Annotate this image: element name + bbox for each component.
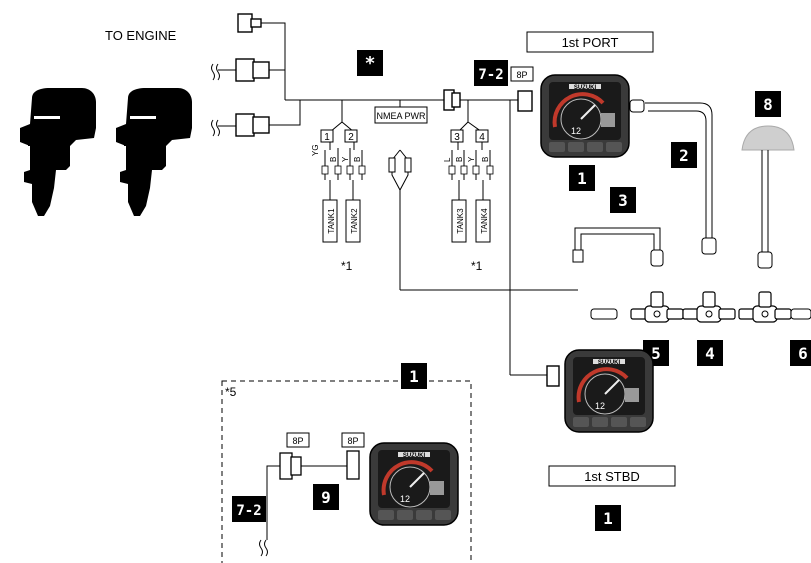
badge-4-text: 4 xyxy=(705,344,715,363)
pwr-cable-plug xyxy=(650,249,664,267)
nmea-pwr-label: NMEA PWR xyxy=(376,111,426,121)
cut-mark-1 xyxy=(211,63,220,81)
plug-8p-left xyxy=(286,432,310,448)
plug-8p-left-label: 8P xyxy=(292,436,303,446)
wire-yg-label: YG xyxy=(311,144,320,156)
optional-gauge-brand: SUZUKI xyxy=(403,453,426,459)
badge-8 xyxy=(755,91,781,117)
stbd-gauge-brand: SUZUKI xyxy=(598,360,621,366)
badge-8-text: 8 xyxy=(763,95,773,114)
port-gauge-nmea-plug xyxy=(629,99,645,113)
badge-6 xyxy=(790,340,811,366)
plug-8p-top-label: 8P xyxy=(516,70,527,80)
stbd-gauge-readout: 12 xyxy=(595,401,605,411)
nmea-pwr-box xyxy=(374,106,428,124)
port-cable-plug xyxy=(701,237,717,255)
engine-connectors xyxy=(235,13,270,137)
plug-8p-right-label: 8P xyxy=(347,436,358,446)
wire-y-label-1: Y xyxy=(341,156,350,162)
port-gauge-brand: SUZUKI xyxy=(574,85,597,91)
backbone-tee-5[interactable] xyxy=(630,291,684,323)
badge-1-optional xyxy=(401,363,427,389)
badge-1-optional-text: 1 xyxy=(409,367,419,386)
port-label: 1st PORT xyxy=(562,35,619,50)
wire-y-label-2: Y xyxy=(467,156,476,162)
badge-7-2-optional xyxy=(232,496,266,522)
plug-8p-top xyxy=(510,66,534,82)
port-label-box xyxy=(526,31,654,53)
badge-2-text: 2 xyxy=(679,146,689,165)
asterisk-badge xyxy=(357,50,383,76)
badge-7-2-optional-text: 7-2 xyxy=(236,503,261,519)
badge-7-2-top xyxy=(474,60,508,86)
badge-4 xyxy=(697,340,723,366)
main-connector xyxy=(443,89,560,387)
hub-number-2: 2 xyxy=(348,132,354,143)
tank-2-label: TANK2 xyxy=(350,208,359,234)
port-gauge-readout: 12 xyxy=(571,126,581,136)
asterisk-text: * xyxy=(365,53,376,74)
engine-port-silhouette xyxy=(20,88,96,216)
badge-9 xyxy=(313,484,339,510)
engine-stbd-silhouette xyxy=(116,88,192,216)
hub-number-4: 4 xyxy=(479,132,485,143)
terminator-right xyxy=(790,308,811,320)
stbd-label: 1st STBD xyxy=(584,469,640,484)
backbone-tee-4[interactable] xyxy=(682,291,736,323)
antenna-cable-plug xyxy=(757,251,773,269)
wire-l-label: L xyxy=(443,157,452,162)
optional-group-box xyxy=(221,380,472,563)
cut-mark-2 xyxy=(211,119,220,137)
terminator-left xyxy=(590,308,618,320)
badge-6-text: 6 xyxy=(798,344,808,363)
badge-3 xyxy=(610,187,636,213)
stbd-label-box xyxy=(548,465,676,487)
note-5: *5 xyxy=(225,385,237,399)
tank-3-label: TANK3 xyxy=(456,208,465,234)
note-1-right: *1 xyxy=(471,259,483,273)
nmea-fuse-left xyxy=(388,157,396,173)
note-1-left: *1 xyxy=(341,259,353,273)
nmea-fuse-right xyxy=(404,157,412,173)
cut-mark-optional xyxy=(259,539,268,557)
wire-b-label-3: B xyxy=(455,157,464,162)
to-engine-label: TO ENGINE xyxy=(105,28,177,43)
badge-1-port-text: 1 xyxy=(577,169,587,188)
badge-1-stbd xyxy=(595,505,621,531)
badge-3-text: 3 xyxy=(618,191,628,210)
tank-4-label: TANK4 xyxy=(480,208,489,234)
badge-1-stbd-text: 1 xyxy=(603,509,613,528)
backbone-tee-6[interactable] xyxy=(738,291,792,323)
tank-1-label: TANK1 xyxy=(327,208,336,234)
wire-b-label-4: B xyxy=(481,157,490,162)
optional-connectors xyxy=(279,450,360,480)
badge-9-text: 9 xyxy=(321,488,331,507)
badge-5-text: 5 xyxy=(651,344,661,363)
wire-b-label-1: B xyxy=(329,157,338,162)
hub-number-3: 3 xyxy=(454,132,460,143)
badge-7-2-top-text: 7-2 xyxy=(478,67,503,83)
wire-b-label-2: B xyxy=(353,157,362,162)
gps-antenna-dome xyxy=(741,125,795,151)
plug-8p-right xyxy=(341,432,365,448)
optional-gauge-readout: 12 xyxy=(400,494,410,504)
badge-2 xyxy=(671,142,697,168)
badge-1-port xyxy=(569,165,595,191)
pwr-cable-end xyxy=(572,249,584,263)
hub-number-1: 1 xyxy=(324,132,330,143)
